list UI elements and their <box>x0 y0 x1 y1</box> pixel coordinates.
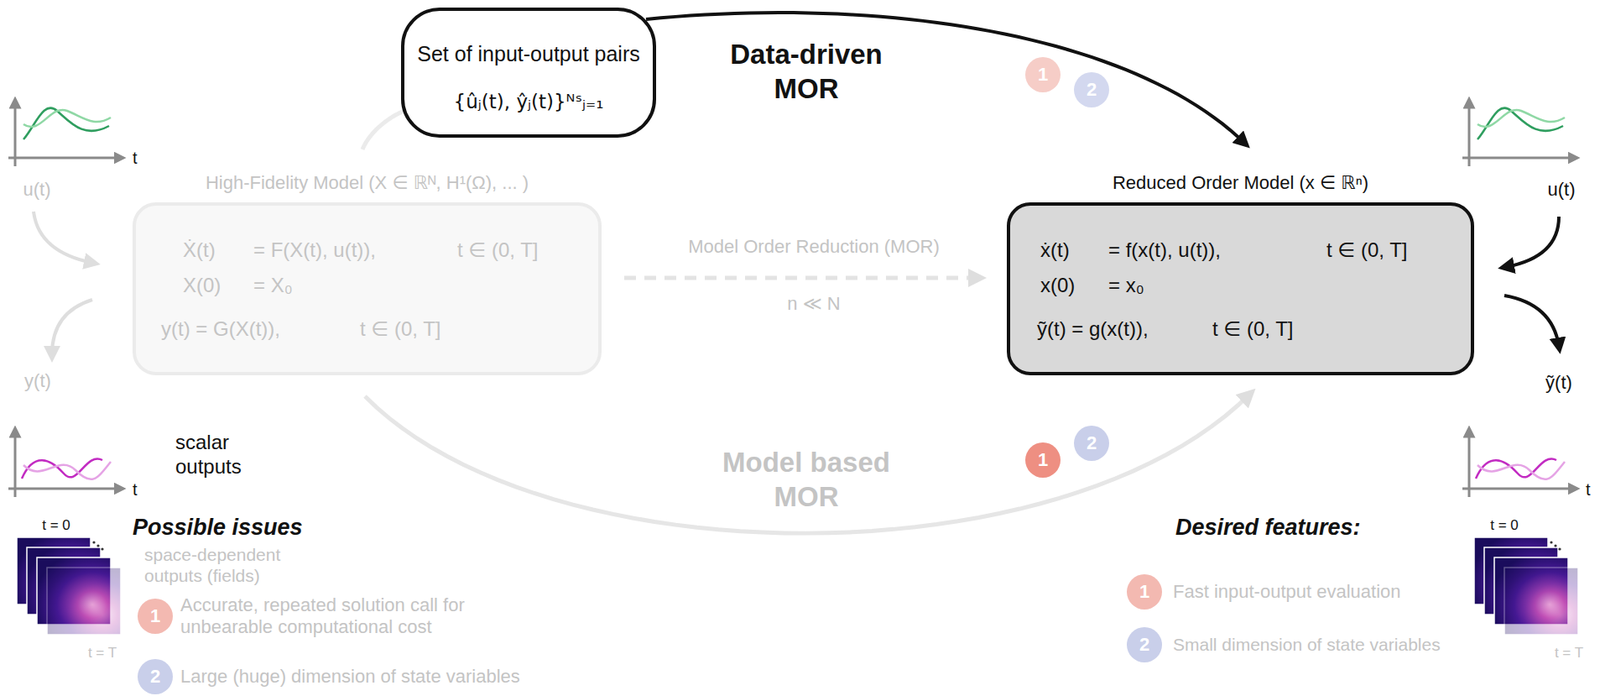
output-arrow <box>52 299 93 355</box>
model-heading: High-Fidelity Model (X ∈ ℝᴺ, H¹(Ω), ... … <box>205 171 529 194</box>
equation-part: x(0) <box>1040 273 1075 298</box>
note: scalar outputs <box>175 430 277 480</box>
equation-part: = X₀ <box>253 273 293 298</box>
output-plot <box>8 431 120 497</box>
equation-part: t ∈ (0, T] <box>359 317 441 342</box>
note: space-dependent outputs (fields) <box>144 543 321 586</box>
box-text: Set of input-output pairs <box>404 41 653 67</box>
input-plot <box>1462 102 1574 167</box>
field-stack <box>16 536 121 635</box>
curved-arrow <box>364 393 1251 533</box>
callout-number: 2 <box>1086 433 1097 453</box>
field-stack <box>1474 536 1579 635</box>
time-label: t = 0 <box>41 516 71 534</box>
data-box: Set of input-output pairs {ûⱼ(t), ŷⱼ(t)}ᴺ… <box>401 7 657 138</box>
axis-label: t <box>132 479 138 500</box>
equation-part: t ∈ (0, T] <box>1212 317 1293 342</box>
connector-label: Data-driven MOR <box>706 36 907 107</box>
equation-part: y(t) = G(X(t)), <box>161 317 281 342</box>
input-plot <box>8 102 120 167</box>
callout-number: 1 <box>1139 582 1150 601</box>
signal-name: u(t) <box>1547 178 1576 201</box>
equation-part: ỹ(t) = g(x(t)), <box>1037 317 1149 342</box>
input-arrow <box>1506 216 1559 267</box>
model-box: Reduced Order Model (x ∈ ℝⁿ)ẋ(t)= f(x(t)… <box>1006 202 1475 376</box>
dimension-note: n ≪ N <box>786 292 840 315</box>
equation-part: X(0) <box>182 273 221 298</box>
equation-part: ẋ(t) <box>1040 238 1070 263</box>
time-label: t = 0 <box>1490 516 1519 534</box>
axis-label: t <box>1585 479 1591 500</box>
feature-text: Fast input-output evaluation <box>1172 580 1402 603</box>
issue-text: Large (huge) dimension of state variable… <box>180 665 521 688</box>
issue-text: Accurate, repeated solution call for unb… <box>180 594 516 639</box>
callout-number: 2 <box>150 667 161 686</box>
link-line <box>362 110 405 150</box>
box-text: {ûⱼ(t), ŷⱼ(t)}ᴺˢⱼ₌₁ <box>404 90 653 115</box>
equation-part: = F(X(t), u(t)), <box>253 238 376 263</box>
connector-label: Model Order Reduction (MOR) <box>684 235 944 258</box>
callout-number: 1 <box>1037 450 1048 470</box>
callout-number: 1 <box>1037 65 1048 84</box>
signal-name: y(t) <box>24 370 52 392</box>
model-box: High-Fidelity Model (X ∈ ℝᴺ, H¹(Ω), ... … <box>132 202 602 376</box>
section-heading: Desired features: <box>1175 513 1361 541</box>
callout-number: 1 <box>150 606 161 626</box>
connector-label: Model based MOR <box>706 444 907 515</box>
output-plot <box>1462 431 1574 497</box>
equation-part: t ∈ (0, T] <box>457 238 538 263</box>
input-arrow <box>33 211 93 263</box>
equation-part: = x₀ <box>1108 273 1145 298</box>
model-heading: Reduced Order Model (x ∈ ℝⁿ) <box>1112 171 1369 194</box>
section-heading: Possible issues <box>132 513 303 541</box>
equation-part: Ẋ(t) <box>182 238 216 263</box>
output-arrow <box>1504 295 1559 346</box>
time-label: t = T <box>1554 644 1584 662</box>
signal-name: u(t) <box>23 178 52 201</box>
dashed-arrow <box>624 276 980 281</box>
callout-number: 2 <box>1086 80 1097 100</box>
callout-number: 2 <box>1139 635 1150 654</box>
equation-part: t ∈ (0, T] <box>1326 238 1408 263</box>
axis-label: t <box>132 147 138 168</box>
curved-arrow <box>646 12 1246 144</box>
signal-name: ỹ(t) <box>1545 371 1573 394</box>
callout-circles <box>137 57 1163 694</box>
feature-text: Small dimension of state variables <box>1172 633 1441 655</box>
time-label: t = T <box>88 644 117 662</box>
equation-part: = f(x(t), u(t)), <box>1108 238 1221 263</box>
